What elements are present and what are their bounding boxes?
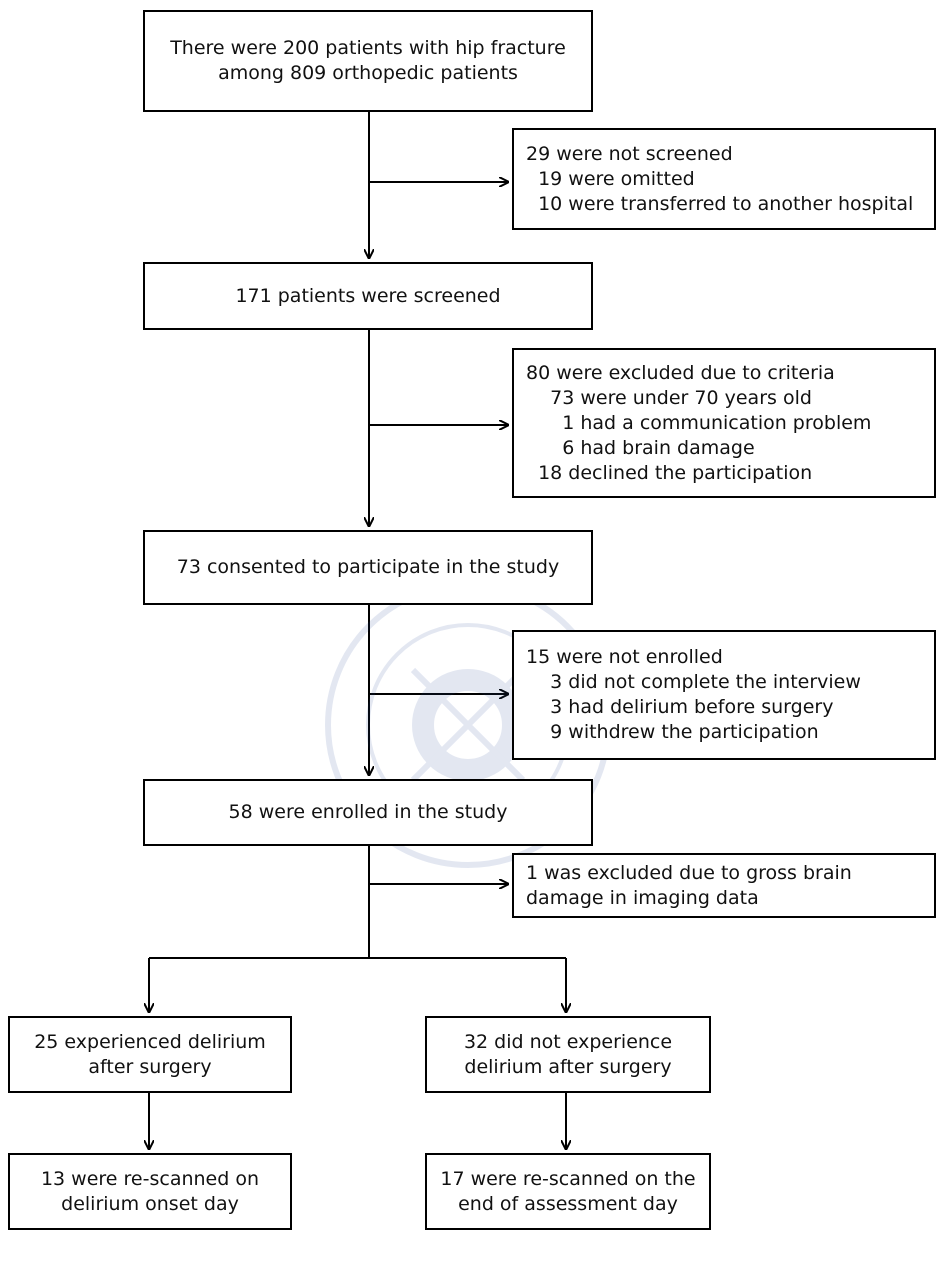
box-line: delirium after surgery <box>464 1055 672 1078</box>
box-line: 18 declined the participation <box>526 461 813 484</box>
box-line: 32 did not experience <box>463 1030 673 1053</box>
box-hip-fracture-patients: There were 200 patients with hip fractur… <box>143 10 593 112</box>
box-patients-screened: 171 patients were screened <box>143 262 593 330</box>
box-line: 19 were omitted <box>526 167 695 190</box>
box-rescanned-onset: 13 were re-scanned on delirium onset day <box>8 1153 292 1230</box>
box-line: 58 were enrolled in the study <box>228 801 508 823</box>
box-experienced-delirium: 25 experienced delirium after surgery <box>8 1016 292 1093</box>
box-excluded-criteria: 80 were excluded due to criteria 73 were… <box>512 348 936 498</box>
box-line: 73 consented to participate in the study <box>176 556 560 578</box>
box-line: 9 withdrew the participation <box>526 721 819 743</box>
box-not-screened: 29 were not screened 19 were omitted 10 … <box>512 128 936 230</box>
box-line: 25 experienced delirium <box>34 1030 266 1053</box>
box-line: 1 was excluded due to gross brain <box>526 861 852 884</box>
box-not-enrolled: 15 were not enrolled 3 did not complete … <box>512 630 936 760</box>
box-line: 73 were under 70 years old <box>526 386 812 409</box>
box-line: 17 were re-scanned on the <box>440 1167 696 1190</box>
box-line: end of assessment day <box>458 1192 678 1215</box>
box-line: 10 were transferred to another hospital <box>526 192 914 215</box>
box-line: after surgery <box>88 1055 212 1078</box>
box-line: damage in imaging data <box>526 886 759 909</box>
box-line: 80 were excluded due to criteria <box>526 361 835 384</box>
box-line: 29 were not screened <box>526 142 733 165</box>
box-enrolled: 58 were enrolled in the study <box>143 779 593 846</box>
box-line: delirium onset day <box>61 1192 239 1215</box>
box-line: 171 patients were screened <box>235 284 501 307</box>
box-line: 3 had delirium before surgery <box>526 696 834 718</box>
box-line: 13 were re-scanned on <box>40 1167 260 1190</box>
box-line: among 809 orthopedic patients <box>218 62 518 84</box>
box-line: There were 200 patients with hip fractur… <box>170 37 566 59</box>
box-line: 6 had brain damage <box>526 436 755 459</box>
box-no-delirium: 32 did not experience delirium after sur… <box>425 1016 711 1093</box>
box-excluded-brain-damage: 1 was excluded due to gross brain damage… <box>512 853 936 918</box>
box-line: 1 had a communication problem <box>526 411 872 434</box>
box-consented: 73 consented to participate in the study <box>143 530 593 605</box>
box-line: 15 were not enrolled <box>526 646 723 668</box>
box-rescanned-end: 17 were re-scanned on the end of assessm… <box>425 1153 711 1230</box>
box-line: 3 did not complete the interview <box>526 671 861 693</box>
